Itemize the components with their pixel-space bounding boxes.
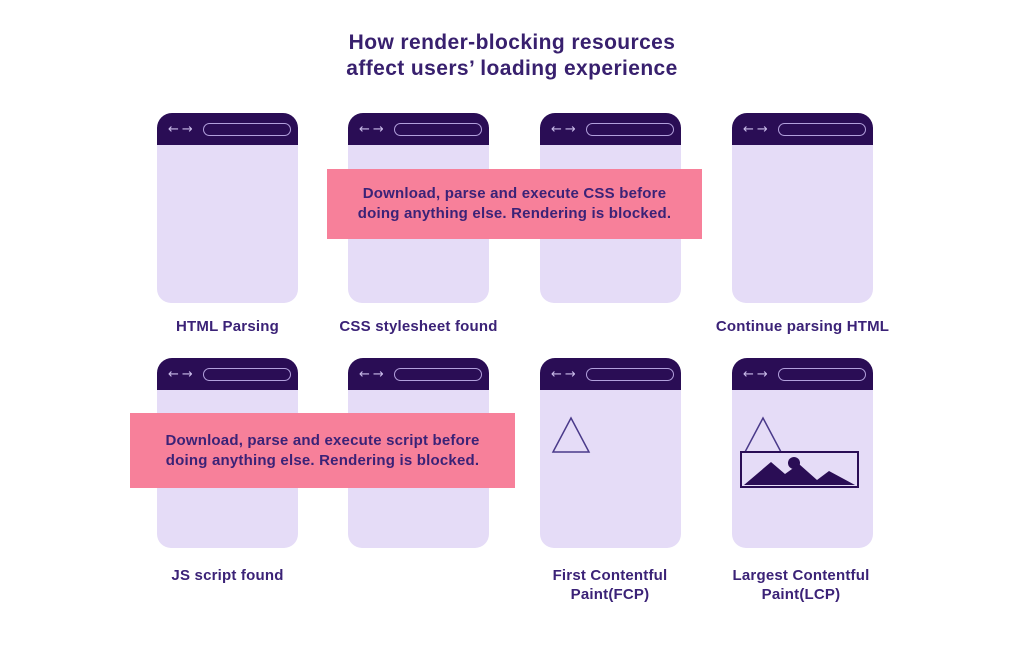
forward-arrow-icon: → — [181, 121, 193, 137]
browser-header: ← → — [732, 113, 873, 145]
browser-header: ← → — [348, 113, 489, 145]
browser-header: ← → — [540, 113, 681, 145]
forward-arrow-icon: → — [564, 366, 576, 382]
css-blocking-banner: Download, parse and execute CSS before d… — [327, 169, 702, 239]
address-bar — [777, 367, 866, 381]
css-blocking-banner-line2: doing anything else. Rendering is blocke… — [357, 205, 672, 222]
forward-arrow-icon: → — [181, 366, 193, 382]
browser-header: ← → — [157, 113, 298, 145]
page-title-line2: affect users’ loading experience — [346, 57, 678, 80]
address-bar — [585, 367, 674, 381]
back-arrow-icon: ← — [168, 366, 179, 382]
browser-window-lcp: ← → — [732, 358, 873, 548]
back-arrow-icon: ← — [168, 121, 179, 137]
forward-arrow-icon: → — [372, 121, 384, 137]
browser-viewport-fcp — [540, 390, 681, 548]
image-placeholder-icon — [740, 451, 859, 488]
caption-css-stylesheet-found: CSS stylesheet found — [339, 318, 498, 335]
address-bar — [393, 367, 482, 381]
page-title-line1: How render-blocking resources — [348, 31, 676, 54]
forward-arrow-icon: → — [372, 366, 384, 382]
js-blocking-banner-line1: Download, parse and execute script befor… — [165, 431, 480, 449]
browser-window-continue-parsing: ← → — [732, 113, 873, 303]
back-arrow-icon: ← — [551, 366, 562, 382]
browser-viewport-lcp — [732, 390, 873, 548]
address-bar — [393, 122, 482, 136]
address-bar — [202, 122, 291, 136]
caption-continue-parsing-html: Continue parsing HTML — [715, 318, 890, 335]
address-bar — [585, 122, 674, 136]
browser-window-html-parsing: ← → — [157, 113, 298, 303]
browser-viewport-empty — [157, 145, 298, 303]
caption-js-script-found: JS script found — [171, 567, 284, 584]
css-blocking-banner-line1: Download, parse and execute CSS before — [362, 185, 667, 202]
address-bar — [202, 367, 291, 381]
back-arrow-icon: ← — [359, 121, 370, 137]
back-arrow-icon: ← — [551, 121, 562, 137]
browser-header: ← → — [540, 358, 681, 390]
forward-arrow-icon: → — [756, 121, 768, 137]
back-arrow-icon: ← — [743, 366, 754, 382]
js-blocking-banner: Download, parse and execute script befor… — [130, 413, 515, 488]
browser-viewport-empty — [732, 145, 873, 303]
browser-header: ← → — [732, 358, 873, 390]
caption-largest-contentful-paint: Largest Contentful Paint(LCP) — [732, 567, 870, 603]
caption-html-parsing: HTML Parsing — [176, 318, 279, 335]
browser-header: ← → — [157, 358, 298, 390]
back-arrow-icon: ← — [359, 366, 370, 382]
browser-header: ← → — [348, 358, 489, 390]
caption-first-contentful-paint: First Contentful Paint(FCP) — [552, 567, 668, 603]
js-blocking-banner-line2: doing anything else. Rendering is blocke… — [165, 451, 480, 469]
forward-arrow-icon: → — [756, 366, 768, 382]
browser-window-fcp: ← → — [540, 358, 681, 548]
forward-arrow-icon: → — [564, 121, 576, 137]
page-title: How render-blocking resources affect use… — [0, 30, 1024, 82]
address-bar — [777, 122, 866, 136]
triangle-placeholder-icon — [743, 416, 783, 453]
back-arrow-icon: ← — [743, 121, 754, 137]
triangle-placeholder-icon — [551, 416, 591, 453]
